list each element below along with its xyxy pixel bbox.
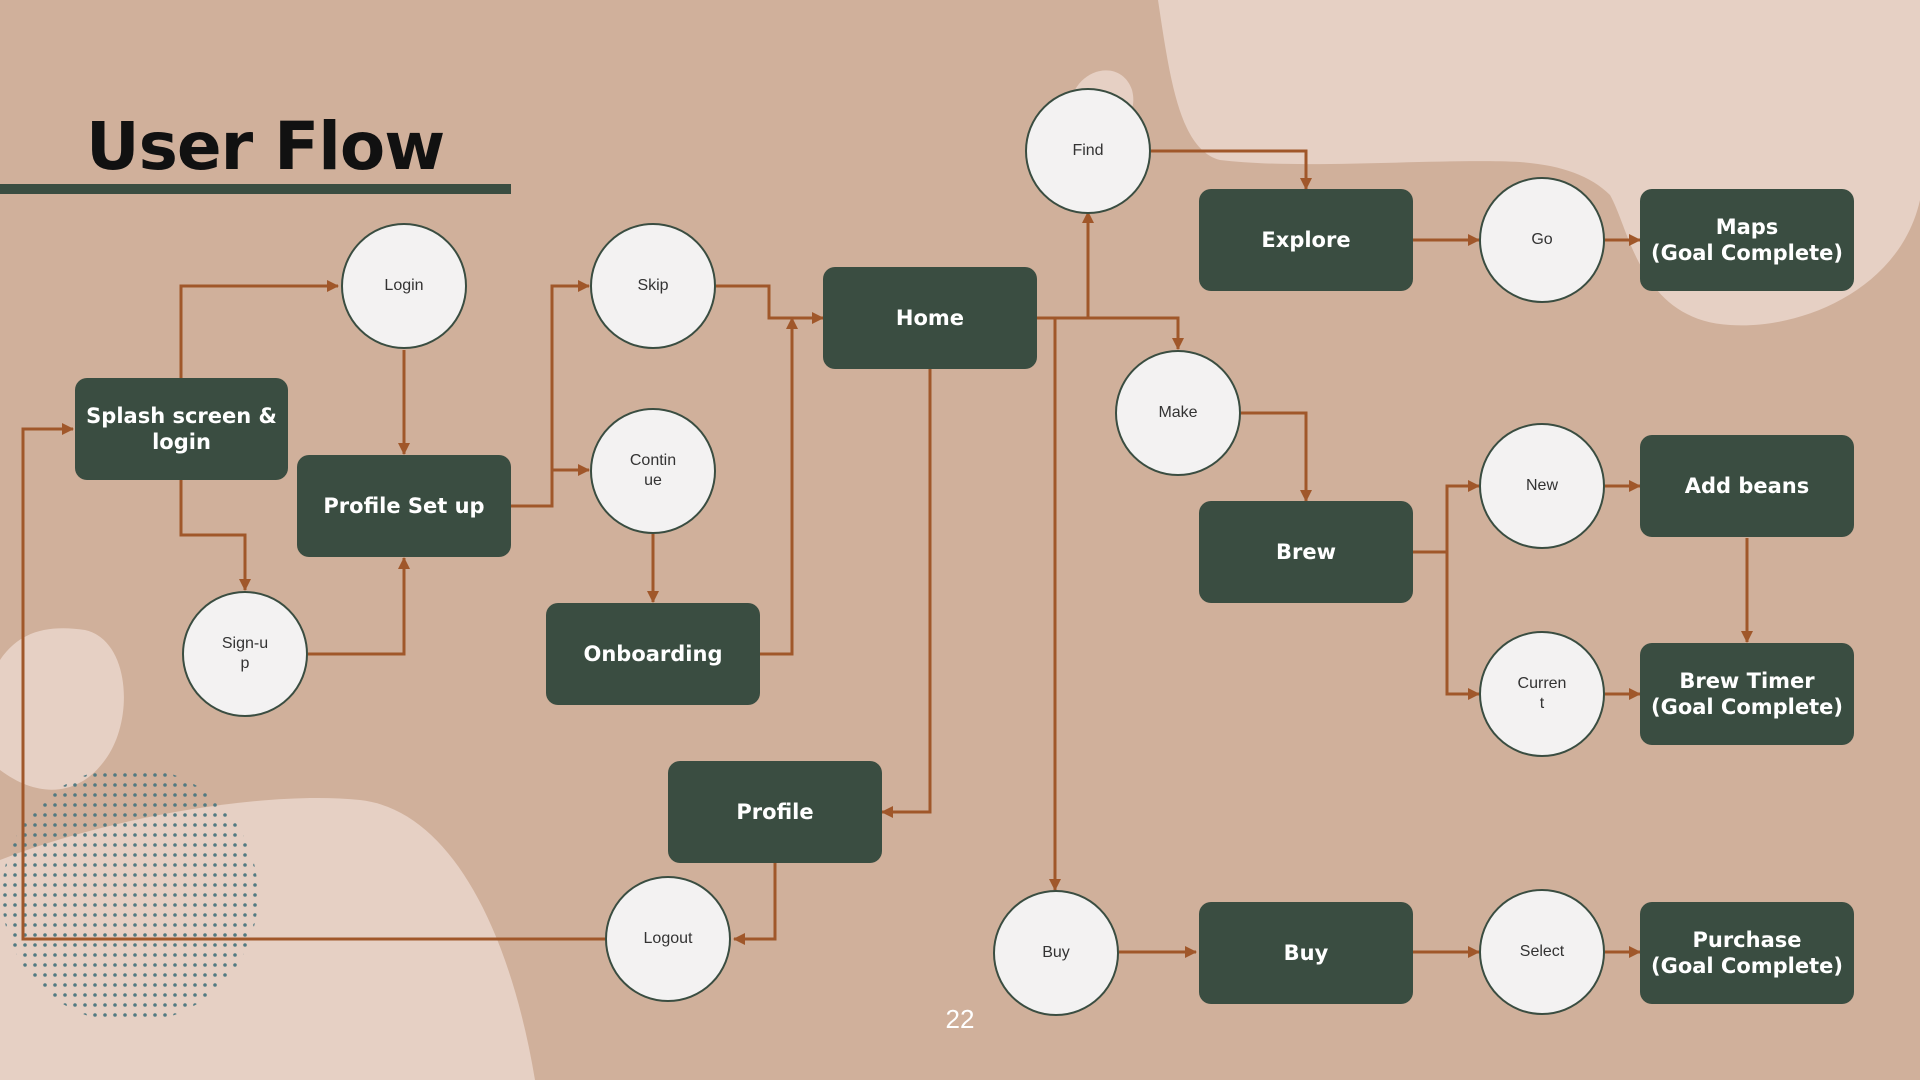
edge-splash-login [179,280,339,378]
node-current: Curren t [1479,631,1605,757]
node-find: Find [1025,88,1151,214]
edge-home-find [1037,211,1094,320]
node-go: Go [1479,177,1605,303]
title-underline [0,184,511,194]
edge-home-make [1088,316,1184,350]
node-brew: Brew [1199,501,1413,603]
node-maps-goal: Maps (Goal Complete) [1640,189,1854,291]
node-make: Make [1115,350,1241,476]
node-signup: Sign-u p [182,591,308,717]
node-add-beans: Add beans [1640,435,1854,537]
node-purchase-goal: Purchase (Goal Complete) [1640,902,1854,1004]
node-new: New [1479,423,1605,549]
page-number: 22 [945,1004,975,1034]
node-brew-timer-goal: Brew Timer (Goal Complete) [1640,643,1854,745]
edge-skip-home [716,284,824,324]
node-continue: Contin ue [590,408,716,534]
edge-home-profile [881,369,932,818]
node-onboarding: Onboarding [546,603,760,705]
node-select: Select [1479,889,1605,1015]
node-splash-screen-login: Splash screen & login [75,378,288,480]
node-skip: Skip [590,223,716,349]
node-login: Login [341,223,467,349]
node-profile: Profile [668,761,882,863]
node-explore: Explore [1199,189,1413,291]
node-home: Home [823,267,1037,369]
edge-make-brew [1241,411,1312,502]
edge-signup-profile-setup [308,557,410,656]
edge-onboarding-home [760,317,798,656]
node-buy-circle: Buy [993,890,1119,1016]
edge-brew-new [1413,480,1480,554]
node-buy-box: Buy [1199,902,1413,1004]
page-title: User Flow [86,108,445,185]
left-blob [0,628,124,790]
edge-brew-current [1445,552,1480,700]
edge-find-explore [1151,149,1312,190]
dotted-pattern [2,767,258,1023]
edge-profile-logout [733,863,777,945]
node-logout: Logout [605,876,731,1002]
edge-splash-signup [179,480,251,591]
node-profile-setup: Profile Set up [297,455,511,557]
edge-profile-setup-skip [511,280,590,508]
edge-logout-splash [21,423,605,941]
